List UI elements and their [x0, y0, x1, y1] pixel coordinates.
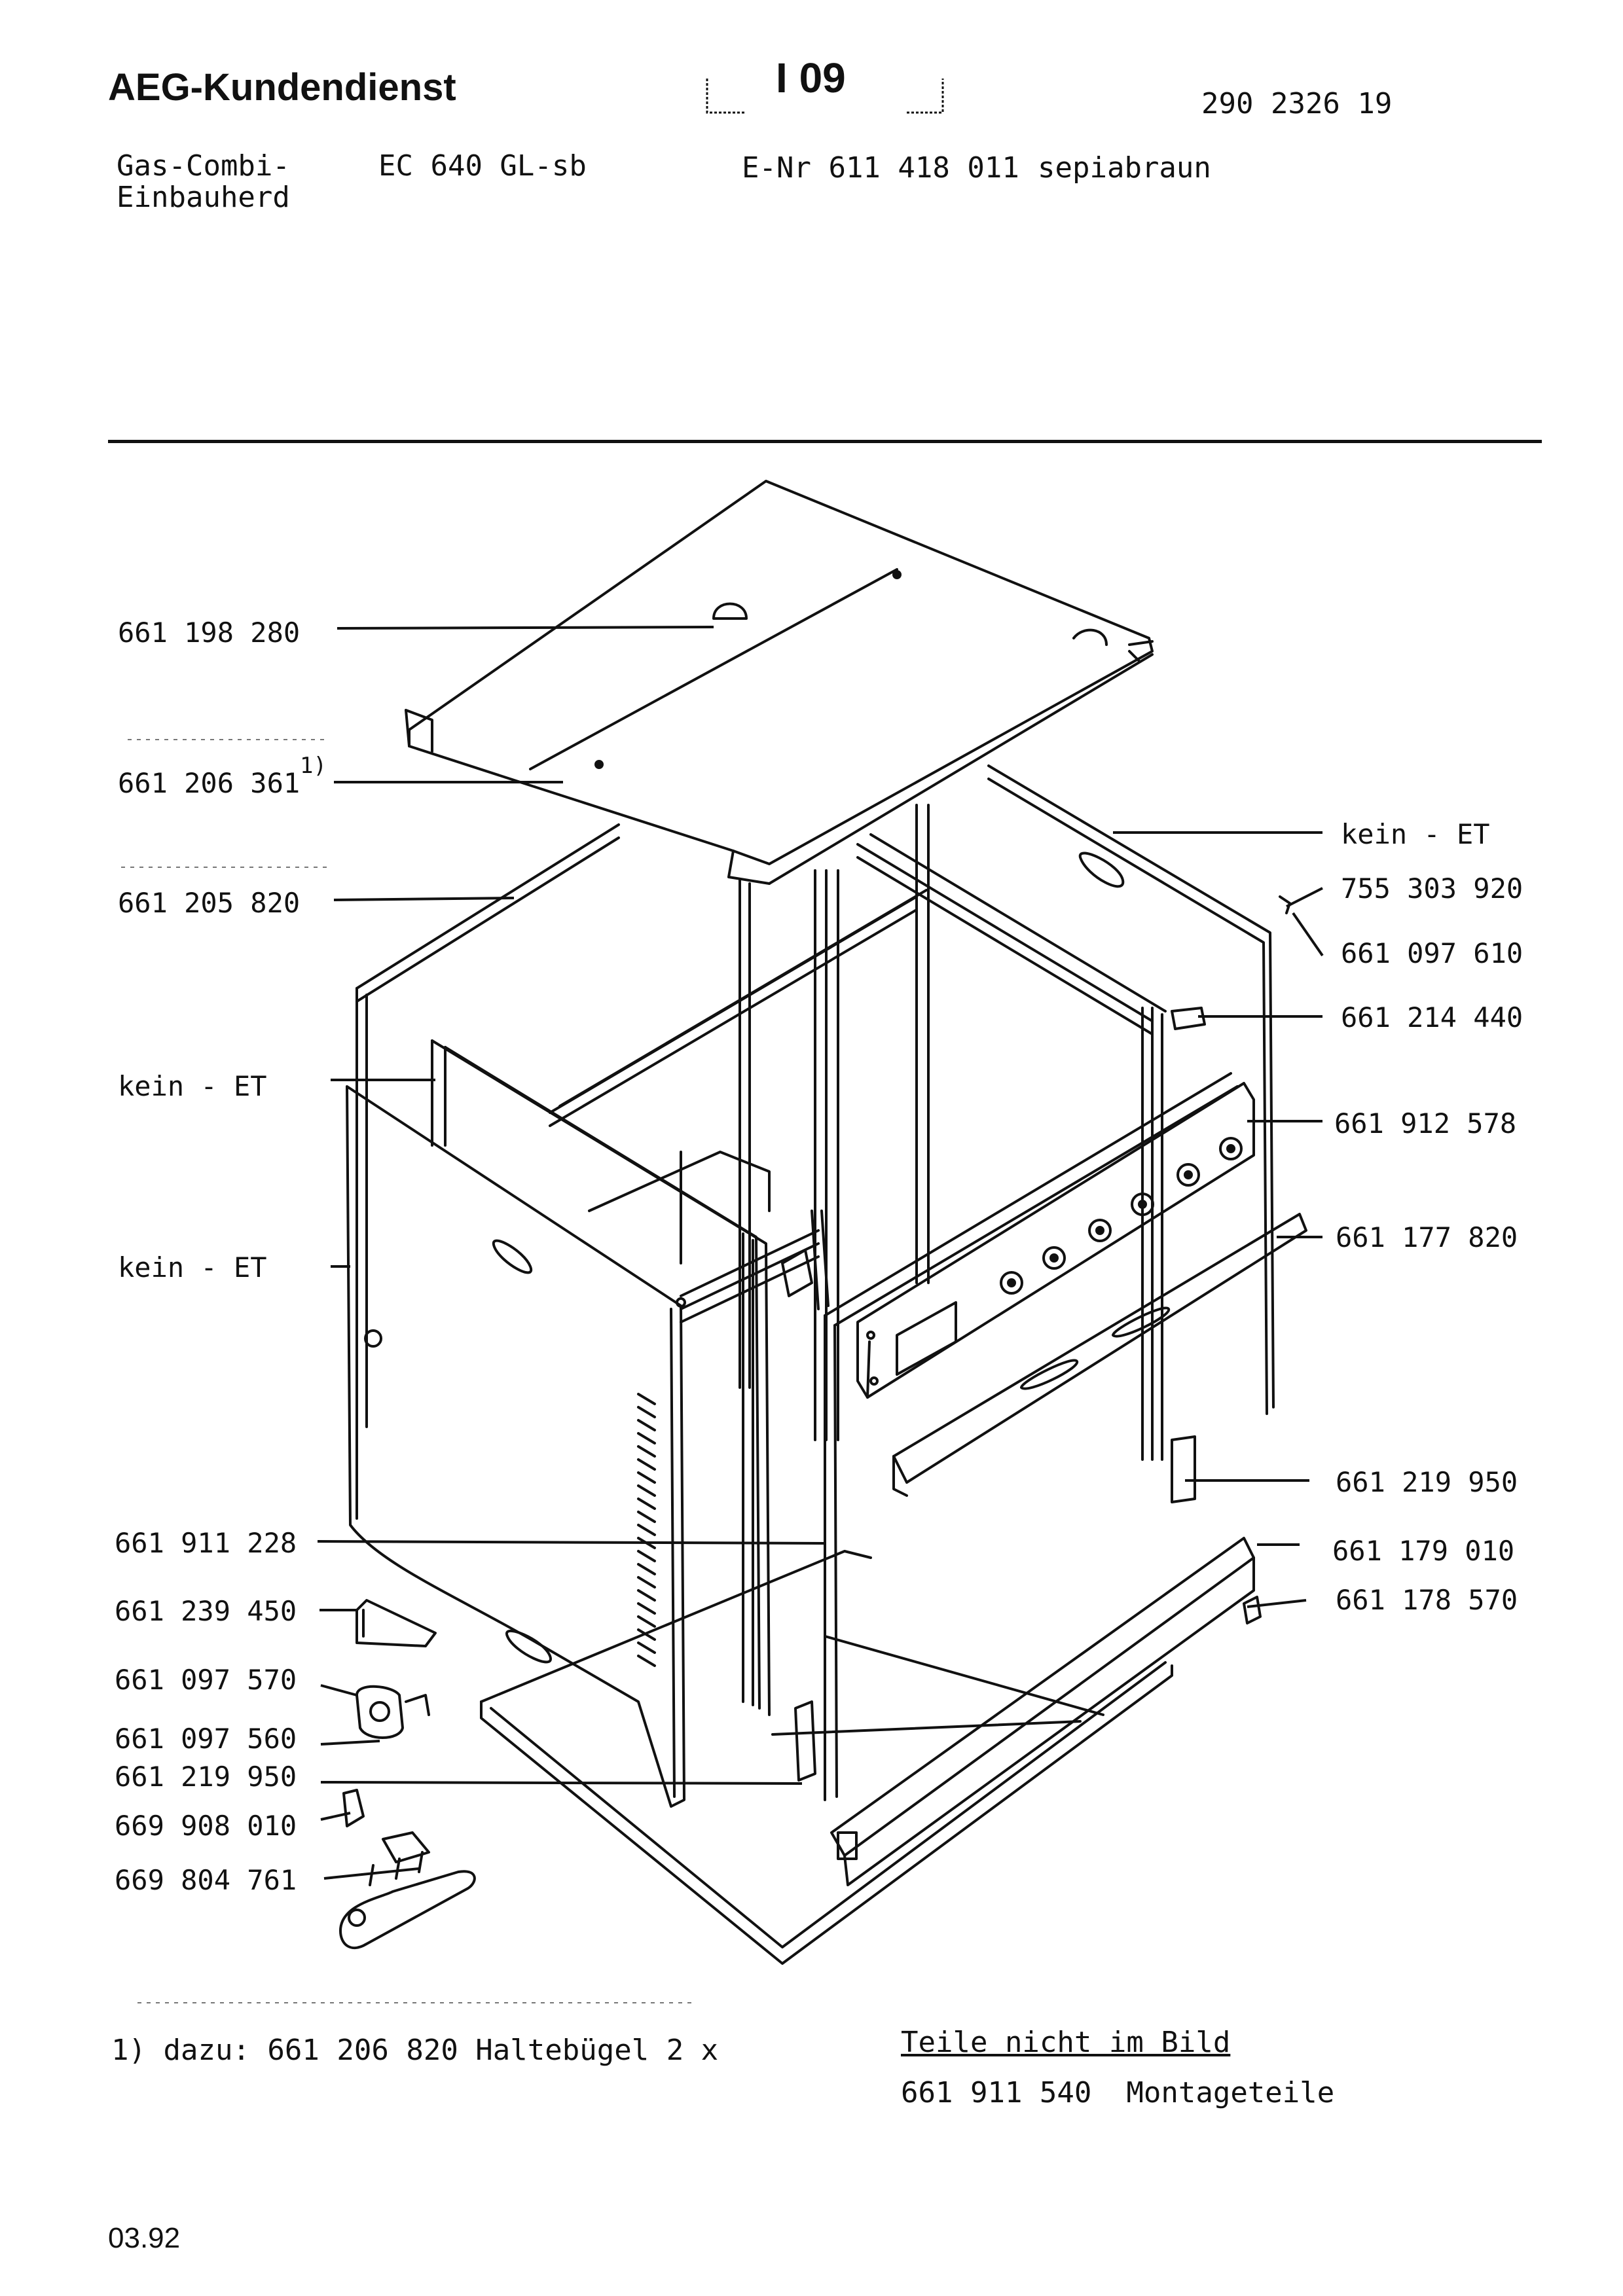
label-hinge-left: 661 219 950: [115, 1761, 297, 1793]
label-cover-trim: 661 206 361: [118, 767, 301, 799]
header-rule: [108, 440, 1542, 443]
rear-uprights: [739, 804, 930, 1441]
label-kein-et-left-2: kein - ET: [118, 1251, 267, 1283]
product-enr: E-Nr 611 418 011: [742, 151, 1019, 185]
label-angle-bracket: 661 214 440: [1341, 1001, 1523, 1033]
label-bracket: 661 239 450: [115, 1595, 297, 1627]
label-kein-et-right: kein - ET: [1341, 818, 1490, 850]
product-type-line1: Gas-Combi-: [117, 149, 290, 183]
label-cover-trim-note: 1): [300, 753, 327, 779]
product-model: EC 640 GL-sb: [378, 149, 587, 183]
label-screw: 755 303 920: [1341, 872, 1523, 905]
loose-parts: [339, 1599, 476, 1949]
label-top-cover: 661 198 280: [118, 617, 301, 649]
label-clip: 669 908 010: [115, 1810, 297, 1842]
label-part-560: 661 097 560: [115, 1723, 297, 1755]
doc-number: 290 2326 19: [1201, 87, 1393, 120]
product-color: sepiabraun: [1038, 151, 1211, 185]
parts-not-shown-item: 661 911 540 Montageteile: [901, 2076, 1335, 2109]
label-part-610: 661 097 610: [1341, 937, 1523, 969]
cross-brace: [892, 1213, 1307, 1497]
label-side-strip: 661 205 820: [118, 887, 301, 919]
hinge-components: [781, 895, 1291, 1782]
control-panel: [856, 1082, 1255, 1399]
footnote: 1) dazu: 661 206 820 Haltebügel 2 x: [111, 2034, 719, 2067]
issue-date: 03.92: [108, 2222, 181, 2254]
label-side-panel: 661 911 228: [115, 1527, 297, 1559]
brand-title: AEG-Kundendienst: [108, 66, 456, 109]
top-frame-rails: [549, 833, 1167, 1461]
product-type-line2: Einbauherd: [117, 181, 290, 214]
label-switch: 669 804 761: [115, 1864, 297, 1896]
label-foot: 661 178 570: [1336, 1584, 1518, 1616]
label-control-panel: 661 912 578: [1334, 1107, 1517, 1139]
label-kein-et-left-1: kein - ET: [118, 1070, 267, 1102]
label-cross-brace: 661 177 820: [1336, 1221, 1518, 1253]
label-part-570: 661 097 570: [115, 1664, 297, 1696]
oven-cavity: [588, 1151, 820, 1323]
label-hinge-right: 661 219 950: [1336, 1466, 1518, 1498]
top-cover-plate: [405, 480, 1154, 885]
left-side-panel: [346, 1085, 686, 1808]
label-bottom-rail: 661 179 010: [1332, 1535, 1515, 1567]
front-door-frame: [431, 1039, 1239, 1801]
parts-not-shown-heading: Teile nicht im Bild: [901, 2026, 1231, 2059]
front-bottom-rail: [830, 1537, 1255, 1886]
sheet-number: I 09: [776, 54, 846, 101]
bottom-plate: [480, 1550, 1173, 1965]
